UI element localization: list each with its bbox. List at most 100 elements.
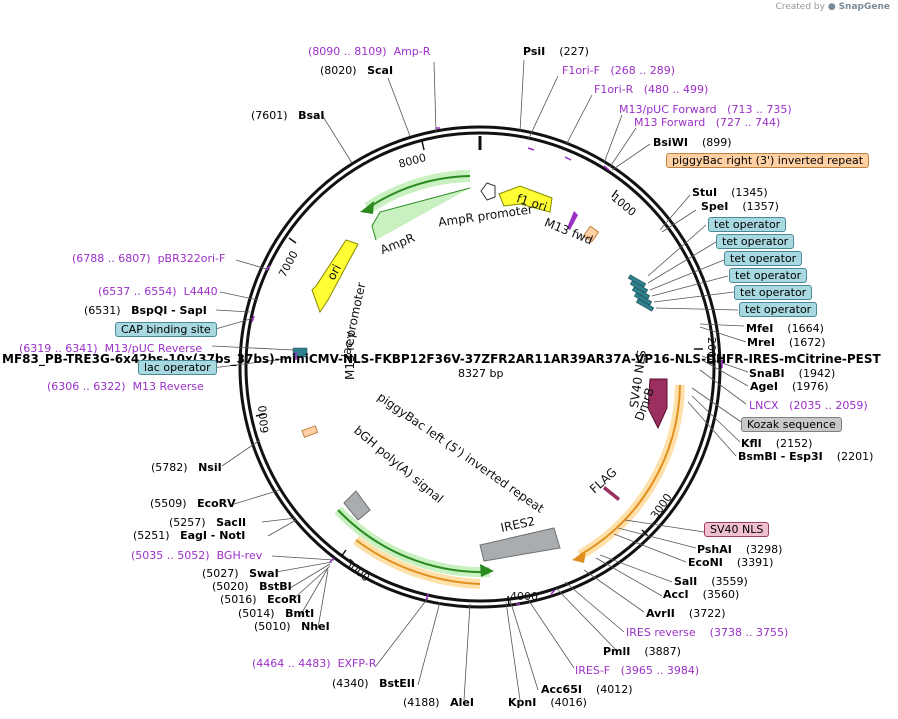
tick-5000 (340, 549, 347, 558)
enzyme-scai[interactable]: (8020) ScaI (320, 64, 394, 77)
enzyme-mrei[interactable]: MreI (1672) (747, 336, 826, 349)
enzyme-sacii[interactable]: (5257) SacII (169, 516, 247, 529)
ampr-promoter-arrow (480, 182, 496, 201)
ampr-arrow-line (367, 175, 471, 209)
tick-1000 (611, 189, 618, 198)
enzyme-pshai[interactable]: PshAI (3298) (697, 543, 783, 556)
enzyme-snabi[interactable]: SnaBI (1942) (749, 367, 836, 380)
ires2-feature (479, 527, 561, 562)
enzyme-spei[interactable]: SpeI (1357) (701, 200, 779, 213)
tick-label-8000: 8000 (397, 151, 427, 171)
enzyme-kfli[interactable]: KflI (2152) (741, 437, 813, 450)
feature-box-cap-binding-site[interactable]: CAP binding site (115, 322, 217, 337)
feature-box-tet-operator-4[interactable]: tet operator (729, 268, 808, 283)
pb-left-line (337, 509, 491, 574)
primer-f1ori-r[interactable]: F1ori-R (480 .. 499) (594, 83, 709, 96)
enzyme-bsmbi-esp3i[interactable]: BsmBI - Esp3I (2201) (738, 450, 874, 463)
plasmid-length: 8327 bp (458, 367, 504, 380)
primer-pbr322ori-f[interactable]: (6788 .. 6807) pBR322ori-F (72, 252, 226, 265)
orange-cds-line (579, 384, 681, 556)
label-ampr-promoter: AmpR promoter (437, 202, 533, 229)
feature-box-tet-operator-1[interactable]: tet operator (708, 217, 787, 232)
enzyme-kpni[interactable]: KpnI (4016) (508, 696, 587, 709)
ampr-inner-arrow (371, 187, 471, 241)
enzyme-ecorv[interactable]: (5509) EcoRV (150, 497, 236, 510)
dmrb-feature (647, 378, 668, 430)
primer-m13-forward[interactable]: M13 Forward (727 .. 744) (634, 116, 781, 129)
primer-ires-reverse[interactable]: IRES reverse (3738 .. 3755) (626, 626, 789, 639)
feature-box-kozak[interactable]: Kozak sequence (741, 417, 842, 432)
pb-right-mini (582, 225, 600, 243)
tick-label-6000: 6000 (256, 405, 271, 434)
plasmid-title: MF83_PB-TRE3G-6x42bs-10x(37bs_37bs)-mini… (2, 352, 881, 366)
credit-brand: SnapGene (838, 2, 890, 12)
tick-label-3000: 3000 (648, 491, 675, 521)
enzyme-bstbi[interactable]: (5020) BstBI (212, 580, 292, 593)
enzyme-acc65i[interactable]: Acc65I (4012) (541, 683, 633, 696)
tick-7000 (288, 237, 297, 244)
enzyme-pmli[interactable]: PmlI (3887) (603, 645, 681, 658)
feature-box-tet-operator-5[interactable]: tet operator (734, 285, 813, 300)
feature-box-tet-operator-3[interactable]: tet operator (724, 251, 803, 266)
enzyme-econi[interactable]: EcoNI (3391) (688, 556, 774, 569)
snapgene-credit: Created by ● SnapGene (775, 2, 890, 12)
label-pb-left: piggyBac left (5') inverted repeat (375, 390, 547, 516)
primer-exfp-r[interactable]: (4464 .. 4483) EXFP-R (252, 657, 377, 670)
bgh-feature (343, 490, 371, 521)
primer-stubs (251, 127, 723, 605)
feature-box-lac-operator[interactable]: lac operator (138, 360, 217, 375)
orange-cds-arrowhead (572, 550, 586, 563)
enzyme-sali[interactable]: SalI (3559) (674, 575, 748, 588)
feature-box-sv40-nls[interactable]: SV40 NLS (704, 522, 770, 537)
credit-prefix: Created by (775, 2, 825, 12)
primer-m13-reverse[interactable]: (6306 .. 6322) M13 Reverse (47, 380, 204, 393)
backbone-outer-ring (238, 125, 722, 609)
enzyme-nhei[interactable]: (5010) NheI (254, 620, 330, 633)
enzyme-bmti[interactable]: (5014) BmtI (238, 607, 315, 620)
tick-label-7000: 7000 (276, 249, 301, 280)
tick-6000 (255, 413, 266, 417)
f1-ori-feature (498, 185, 553, 213)
enzyme-stui[interactable]: StuI (1345) (692, 186, 768, 199)
primer-m13-puc-reverse[interactable]: (6319 .. 6341) M13/pUC Reverse (19, 342, 203, 355)
primer-l4440[interactable]: (6537 .. 6554) L4440 (98, 285, 218, 298)
feature-box-tet-operator-2[interactable]: tet operator (716, 234, 795, 249)
ampr-arrowhead (360, 201, 374, 214)
primer-f1ori-f[interactable]: F1ori-F (268 .. 289) (562, 64, 675, 77)
enzyme-alei[interactable]: (4188) AleI (403, 696, 474, 709)
label-ori: ori (324, 262, 344, 282)
enzyme-bsiwi[interactable]: BsiWI (899) (653, 136, 732, 149)
enzyme-avrii[interactable]: AvrII (3722) (646, 607, 726, 620)
primer-ires-f[interactable]: IRES-F (3965 .. 3984) (575, 664, 700, 677)
primer-bgh-rev[interactable]: (5035 .. 5052) BGH-rev (131, 549, 263, 562)
enzyme-psii[interactable]: PsiI (227) (523, 45, 589, 58)
tick-8000 (421, 140, 425, 151)
enzyme-bspqi-sapi[interactable]: (6531) BspQI - SapI (84, 304, 207, 317)
enzyme-acci[interactable]: AccI (3560) (663, 588, 740, 601)
primer-m13-puc-forward[interactable]: M13/pUC Forward (713 .. 735) (619, 103, 792, 116)
m13-fwd-feature (567, 211, 578, 230)
enzyme-bsteii[interactable]: (4340) BstEII (332, 677, 415, 690)
enzyme-ecori[interactable]: (5016) EcoRI (220, 593, 302, 606)
lower-orange-line (355, 539, 481, 585)
enzyme-eagi-noti[interactable]: (5251) EagI - NotI (133, 529, 246, 542)
small-orange-feature (301, 425, 319, 438)
primer-amp-r[interactable]: (8090 .. 8109) Amp-R (308, 45, 431, 58)
label-ires2: IRES2 (499, 514, 536, 535)
tick-marks (255, 140, 703, 606)
enzyme-agei[interactable]: AgeI (1976) (750, 380, 829, 393)
tick-4000 (507, 595, 510, 606)
feature-box-tet-operator-6[interactable]: tet operator (739, 302, 818, 317)
label-flag: FLAG (587, 465, 620, 496)
feature-box-pb-right[interactable]: piggyBac right (3') inverted repeat (666, 153, 870, 168)
tick-3000 (641, 529, 649, 537)
enzyme-bsai[interactable]: (7601) BsaI (251, 109, 325, 122)
enzyme-mfei[interactable]: MfeI (1664) (746, 322, 824, 335)
enzyme-swai[interactable]: (5027) SwaI (202, 567, 279, 580)
lac-block (292, 347, 308, 358)
enzyme-nsii[interactable]: (5782) NsiI (151, 461, 222, 474)
ori-feature (311, 239, 359, 314)
label-m13-rev: M13 rev (343, 331, 357, 380)
primer-lncx[interactable]: LNCX (2035 .. 2059) (749, 399, 868, 412)
